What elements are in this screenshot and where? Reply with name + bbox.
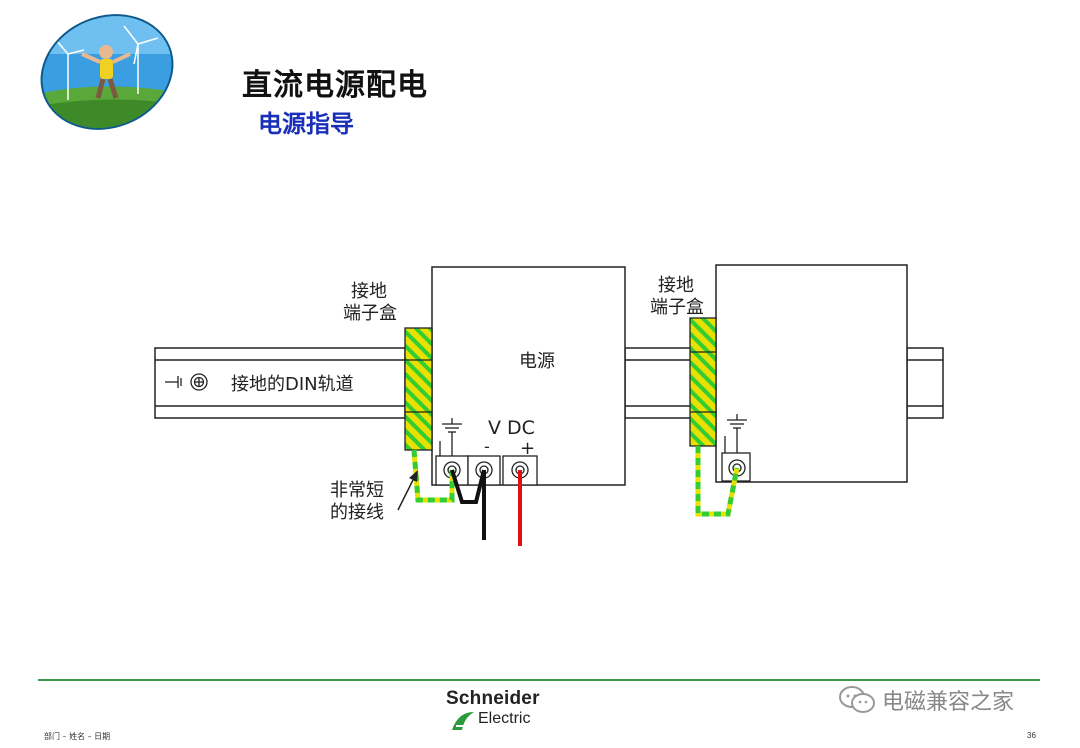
- module-box-right: [715, 264, 908, 483]
- watermark-text: 电磁兼容之家: [882, 690, 1015, 715]
- earth-symbol-icon: [439, 418, 462, 456]
- earth-symbol-icon: [724, 414, 747, 453]
- minus-label: -: [484, 437, 490, 456]
- wire-black-minus: [450, 469, 486, 540]
- terminal-box2-label-line1: 接地: [658, 275, 694, 296]
- watermark: 电磁兼容之家: [838, 683, 1014, 717]
- footer-divider: [38, 679, 1040, 681]
- brand-name: Schneider: [446, 688, 540, 709]
- power-supply-box: [431, 266, 626, 486]
- brand-sub: Electric: [478, 710, 531, 727]
- pointer-arrow-icon: [397, 470, 418, 511]
- terminal-box-label-line2: 端子盒: [343, 303, 397, 324]
- brand-mark-icon: [452, 712, 474, 730]
- footer-meta: 部门 – 姓名 – 日期: [44, 732, 111, 741]
- din-rail-label: 接地的DIN轨道: [231, 374, 354, 395]
- power-supply-label: 电源: [519, 351, 555, 372]
- brand-logo: Schneider Electric: [446, 688, 586, 732]
- ground-terminal-icon: [165, 373, 208, 391]
- din-rail: [154, 347, 944, 419]
- terminal-box2-label-line2: 端子盒: [650, 297, 704, 318]
- chat-bubble-icon: [839, 686, 875, 713]
- plus-label: +: [520, 438, 535, 459]
- vdc-label: V DC: [488, 417, 535, 439]
- short-wire-label-line2: 的接线: [330, 502, 384, 523]
- terminal-box-label-line1: 接地: [351, 281, 387, 302]
- short-wire-label-line1: 非常短: [330, 480, 384, 501]
- ground-terminal-block-right: [689, 317, 717, 447]
- page-number: 36: [1027, 731, 1036, 740]
- page-title: 直流电源配电: [242, 68, 428, 103]
- header-logo-image: [38, 14, 176, 130]
- page-subtitle: 电源指导: [258, 110, 354, 138]
- ground-terminal-block-left: [404, 327, 433, 451]
